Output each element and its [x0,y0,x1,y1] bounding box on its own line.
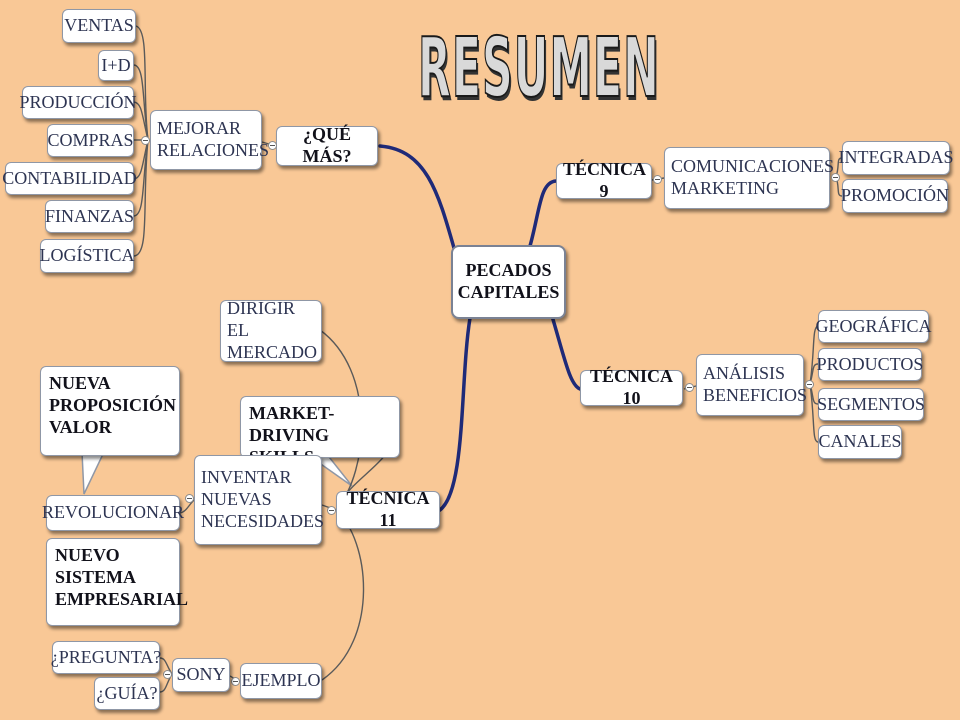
collapse-icon[interactable] [268,141,277,150]
node-tecnica-9: TÉCNICA 9 [556,159,652,201]
branch-tecnica11 [438,316,472,512]
node-tecnica-10: TÉCNICA 10 [580,366,683,408]
node-produccion: PRODUCCIÓN [19,86,137,119]
node-finanzas: FINANZAS [45,200,134,233]
node-contabilidad: CONTABILIDAD [2,162,137,195]
central-node: PECADOS CAPITALES [451,245,566,319]
node-id: I+D [98,50,134,81]
line-produccion [133,101,149,141]
line-ejemplo [321,509,365,681]
node-nuevo-sistema-empresarial: NUEVO SISTEMA EMPRESARIAL [46,538,188,626]
collapse-icon[interactable] [163,670,172,679]
line-logistica [133,139,149,257]
node-que-mas: ¿QUÉ MÁS? [276,124,378,166]
node-compras: COMPRAS [47,124,134,157]
line-id [133,64,149,141]
branch-que-mas [378,144,460,264]
node-pregunta: ¿PREGUNTA? [51,641,161,674]
line-geografica [809,325,819,385]
collapse-icon[interactable] [653,175,662,184]
page-title: RESUMEN [417,21,660,116]
node-logistica: LOGÍSTICA [40,239,135,273]
branch-tecnica10 [550,314,582,391]
node-nueva-proposicion-valor: NUEVA PROPOSICIÓN VALOR [40,366,180,456]
node-productos: PRODUCTOS [817,348,923,381]
collapse-icon[interactable] [185,494,194,503]
node-market-driving-skills: MARKET-DRIVING SKILLS [240,396,400,467]
node-revolucionar: REVOLUCIONAR [42,495,184,531]
node-inventar-nuevas-necesidades: INVENTAR NUEVAS NECESIDADES [194,455,324,545]
node-geografica: GEOGRÁFICA [816,310,932,343]
node-ventas: VENTAS [62,9,136,43]
node-ejemplo: EJEMPLO [240,663,322,699]
node-sony: SONY [172,658,230,692]
node-segmentos: SEGMENTOS [817,388,925,421]
collapse-icon[interactable] [231,677,240,686]
collapse-icon[interactable] [805,380,814,389]
node-integradas: INTEGRADAS [839,141,954,175]
node-analisis-beneficios: ANÁLISIS BENEFICIOS [696,354,807,416]
node-dirigir-mercado: DIRIGIR EL MERCADO [220,298,322,362]
collapse-icon[interactable] [141,136,150,145]
collapse-icon[interactable] [831,173,840,182]
node-tecnica-11: TÉCNICA 11 [336,488,440,530]
node-canales: CANALES [818,425,902,459]
node-mejorar-relaciones: MEJORAR RELACIONES [150,110,269,170]
collapse-icon[interactable] [685,383,694,392]
node-guia: ¿GUÍA? [94,677,160,710]
collapse-icon[interactable] [327,506,336,515]
line-canales [809,383,819,443]
callout-tail-propuesta [81,451,106,495]
node-comunicaciones-marketing: COMUNICACIONES MARKETING [664,147,834,209]
node-promocion: PROMOCIÓN [841,179,949,213]
branch-tecnica9 [528,179,558,248]
